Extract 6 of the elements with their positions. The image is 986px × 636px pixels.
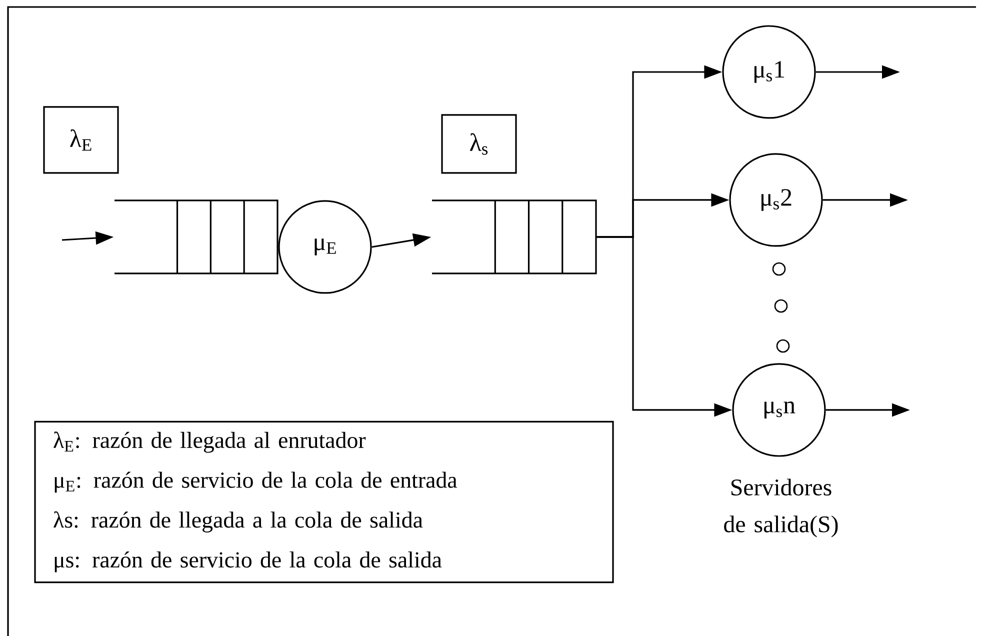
caption: Servidores de salida(S) xyxy=(724,478,838,538)
queue-drawing xyxy=(432,200,597,274)
legend-box: λ$_{E}$: razón de llegada al enrutador μ$_{E}$: razón de servicio de la cola de entrada λs: razón de llegada a la cola de salida μs: razón de servicio de la cola de salida xyxy=(34,420,614,584)
queue-drawing xyxy=(114,200,278,274)
rate-box: λ$_{E}$ xyxy=(43,106,119,174)
rate-box: λ$_{s}$ xyxy=(441,114,517,174)
